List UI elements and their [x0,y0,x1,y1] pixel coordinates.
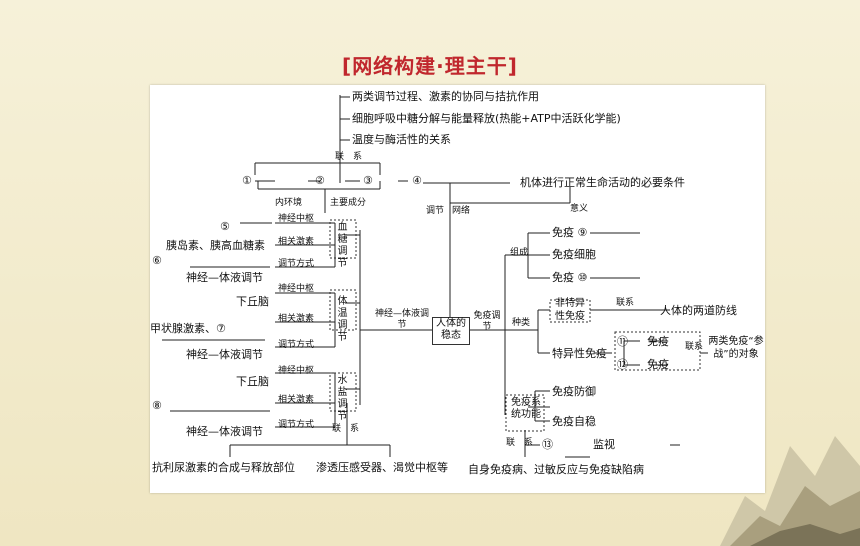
chain-item-1: ① [242,174,252,187]
answer-5: ⑤ [220,220,230,233]
immune-diseases: 自身免疫病、过敏反应与免疫缺陷病 [468,463,644,476]
temp-hormone-label: 相关激素 [278,314,315,324]
specific-immunity: 特异性免疫 [552,347,607,360]
connector-lines [162,95,708,458]
sugar-regulation-title: 血糖调节 [337,222,348,269]
specific-link-label: 联系 [685,342,704,352]
function-defense: 免疫防御 [552,385,596,398]
chain-item-4: ④ [412,174,422,187]
function-homeostasis: 免疫自稳 [552,415,596,428]
network-label: 网络 [452,206,471,216]
two-defense-lines: 人体的两道防线 [660,304,737,317]
mountain-decoration-icon [720,436,860,546]
answer-11: ⑪ [617,335,628,348]
nonspecific-link-label: 联系 [616,298,635,308]
types-label: 种类 [512,318,531,328]
water-hormone-label: 相关激素 [278,395,315,405]
composition-item-2: 免疫细胞 [552,248,596,261]
immune-regulation-label: 免疫调节 [473,311,501,332]
water-regulation-title: 水盐调节 [337,375,348,422]
composition-item-1: 免疫 ⑨ [552,226,588,239]
adh-site: 抗利尿激素的合成与释放部位 [152,461,295,474]
sugar-hormone-label: 相关激素 [278,237,315,247]
homeostasis-node: 人体的稳态 [432,317,470,345]
chain-item-2: ② [315,174,325,187]
top-note-1: 两类调节过程、激素的协同与拮抗作用 [352,90,539,103]
immunity-label-2: 免疫 [647,358,669,371]
temp-center-value: 下丘脑 [236,295,269,308]
sugar-hormones: 胰岛素、胰高血糖素 [166,239,265,252]
water-link-label: 联 系 [332,424,360,434]
temp-mode: 神经—体液调节 [186,348,263,361]
answer-8: ⑧ [152,399,162,412]
answer-6: ⑥ [152,254,162,267]
sugar-mode: 神经—体液调节 [186,271,263,284]
water-center-label: 神经中枢 [278,366,315,376]
two-immunity-targets: 两类免疫“参战”的对象 [708,336,764,360]
temp-regulation-title: 体温调节 [337,296,348,343]
surveillance: 监视 [593,438,615,451]
chain-item-4-desc: 机体进行正常生命活动的必要条件 [520,176,685,189]
concept-map-panel: 两类调节过程、激素的协同与拮抗作用 细胞呼吸中糖分解与能量释放(热能+ATP中活… [150,85,765,493]
chain-item-3: ③ [363,174,373,187]
water-mode: 神经—体液调节 [186,425,263,438]
regulation-label: 调节 [426,206,445,216]
answer-13: ⑬ [542,438,553,451]
chain-link-label: 联 系 [335,152,363,162]
sugar-method-label: 调节方式 [278,259,315,269]
top-note-2: 细胞呼吸中糖分解与能量释放(热能+ATP中活跃化学能) [352,112,621,125]
composition-item-3: 免疫 ⑩ [552,271,588,284]
sugar-center-label: 神经中枢 [278,214,315,224]
temp-center-label: 神经中枢 [278,284,315,294]
osmo-receptor: 渗透压感受器、渴觉中枢等 [316,461,448,474]
answer-12: ⑫ [617,358,628,371]
page-title: [网络构建·理主干] [342,54,518,78]
immune-function-title: 免疫系统功能 [511,397,541,420]
internal-environment: 内环境 [275,198,303,208]
temp-method-label: 调节方式 [278,340,315,350]
meaning-label: 意义 [570,204,589,214]
top-note-3: 温度与酶活性的关系 [352,133,451,146]
water-method-label: 调节方式 [278,420,315,430]
nonspecific-immunity: 非特异性免疫 [555,298,585,322]
composition-label: 组成 [510,248,529,258]
water-center-value: 下丘脑 [236,375,269,388]
function-link-label: 联 系 [506,438,534,448]
immunity-label-1: 免疫 [647,335,669,348]
temp-hormones: 甲状腺激素、⑦ [150,322,226,335]
neuro-humoral-label: 神经—体液调节 [374,309,429,330]
main-components: 主要成分 [330,198,367,208]
